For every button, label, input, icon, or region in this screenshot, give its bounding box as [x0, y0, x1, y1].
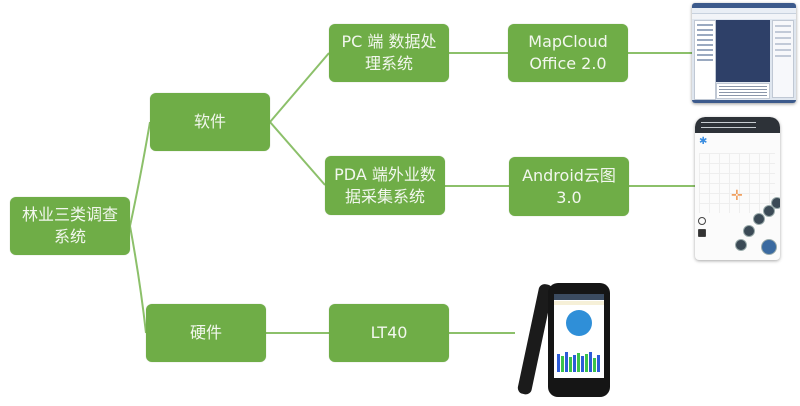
layer-tree-panel [694, 20, 716, 100]
tool-button-icon [743, 225, 755, 237]
node-hardware: 硬件 [146, 304, 266, 362]
connector-root-software [129, 121, 151, 227]
node-label-line2: 据采集系统 [344, 186, 425, 206]
tool-button-icon [735, 239, 747, 251]
node-pda-field-collection-system: PDA 端外业数 据采集系统 [325, 156, 445, 215]
crosshair-icon: ✛ [731, 188, 743, 204]
android-yuntu-mobile-screenshot: ✱ ✛ [695, 117, 780, 260]
map-canvas [716, 20, 770, 82]
node-label: 硬件 [189, 323, 222, 342]
map-grid [699, 153, 775, 213]
node-label: 软件 [193, 112, 226, 131]
window-menubar [692, 8, 796, 14]
connector-software-pda [269, 121, 326, 186]
node-software: 软件 [150, 93, 270, 151]
output-log-panel [716, 83, 770, 99]
paw-icon: ✱ [699, 136, 708, 147]
connector-root-hardware [129, 225, 147, 334]
node-label-line1: Android云图 [522, 165, 616, 185]
satellite-skyplot [566, 310, 592, 336]
mapcloud-office-desktop-screenshot [692, 3, 796, 103]
window-statusbar [692, 100, 796, 103]
node-root-forestry-survey-system: 林业三类调查系统 [10, 197, 130, 255]
node-label: 林业三类调查系统 [22, 205, 119, 246]
extent-icon [698, 229, 706, 237]
node-label-line2: Office 2.0 [529, 54, 607, 73]
window-titlebar [692, 3, 796, 8]
node-pc-data-processing-system: PC 端 数据处 理系统 [329, 24, 449, 82]
node-label-line1: PC 端 数据处 [341, 32, 437, 51]
node-label: LT40 [370, 323, 408, 342]
screen-tabs [554, 301, 604, 305]
node-label-line2: 理系统 [364, 54, 413, 73]
locate-icon [698, 217, 706, 225]
screen-header [554, 294, 604, 300]
node-label-line2: 3.0 [556, 187, 582, 207]
node-mapcloud-office: MapCloud Office 2.0 [508, 24, 628, 82]
lt40-handheld-device-photo [512, 275, 622, 400]
device-screen [554, 294, 604, 378]
connector-software-pc [269, 52, 330, 123]
properties-panel [772, 20, 794, 98]
tool-button-icon [771, 197, 780, 209]
window-toolbar [692, 14, 796, 19]
tool-button-icon [763, 205, 775, 217]
main-action-icon [761, 239, 777, 255]
signal-bars [557, 348, 601, 372]
node-label-line1: PDA 端外业数 [334, 164, 436, 184]
coordinate-bar [695, 117, 780, 133]
node-lt40: LT40 [329, 304, 449, 362]
node-android-yuntu: Android云图 3.0 [509, 157, 629, 216]
node-label-line1: MapCloud [528, 32, 608, 51]
tool-button-icon [753, 213, 765, 225]
